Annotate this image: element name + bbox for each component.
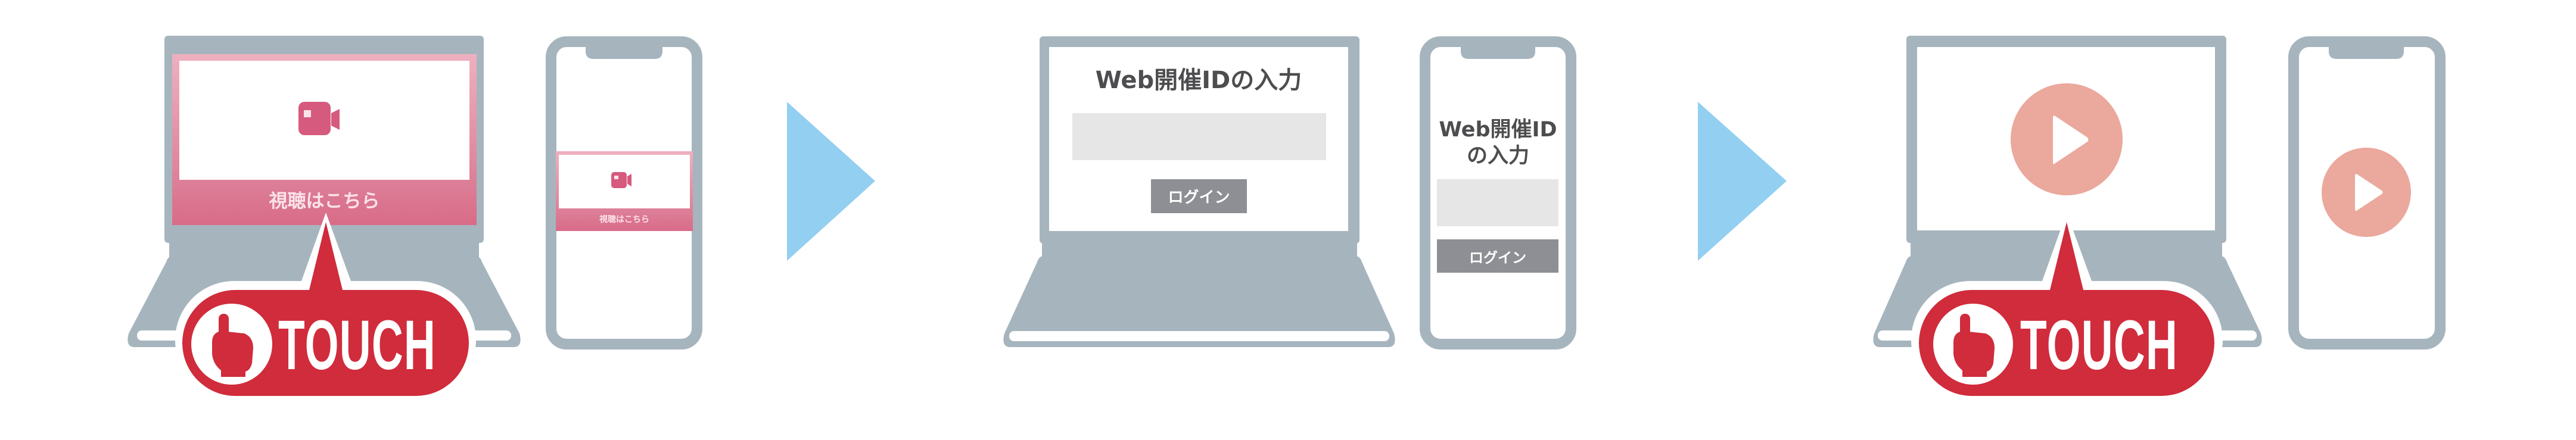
video-camera-icon: [298, 102, 340, 135]
web-id-input[interactable]: [1072, 113, 1326, 160]
login-button-label: ログイン: [1168, 189, 1230, 207]
login-button[interactable]: ログイン: [1151, 179, 1247, 213]
arrow-right-icon: [787, 102, 875, 261]
watch-button-label[interactable]: 視聴はこちら: [599, 215, 649, 224]
play-icon: [2322, 148, 2411, 237]
step-1-phone: [546, 36, 702, 349]
web-id-title-line1: Web開催ID: [1439, 118, 1557, 142]
web-id-title: Web開催IDの入力: [1095, 67, 1302, 94]
pointing-hand-icon: [1953, 314, 1995, 377]
login-button[interactable]: ログイン: [1437, 239, 1558, 273]
login-button-label: ログイン: [1469, 249, 1526, 266]
touch-label: TOUCH: [2020, 306, 2178, 385]
arrow-right-icon: [1698, 102, 1787, 261]
web-id-input[interactable]: [1437, 179, 1558, 226]
web-id-title-line2: の入力: [1466, 144, 1529, 168]
video-camera-icon: [611, 172, 631, 188]
pointing-hand-icon: [212, 314, 253, 377]
watch-button-label[interactable]: 視聴はこちら: [269, 191, 380, 212]
touch-label: TOUCH: [278, 306, 436, 385]
play-icon: [2011, 83, 2123, 195]
